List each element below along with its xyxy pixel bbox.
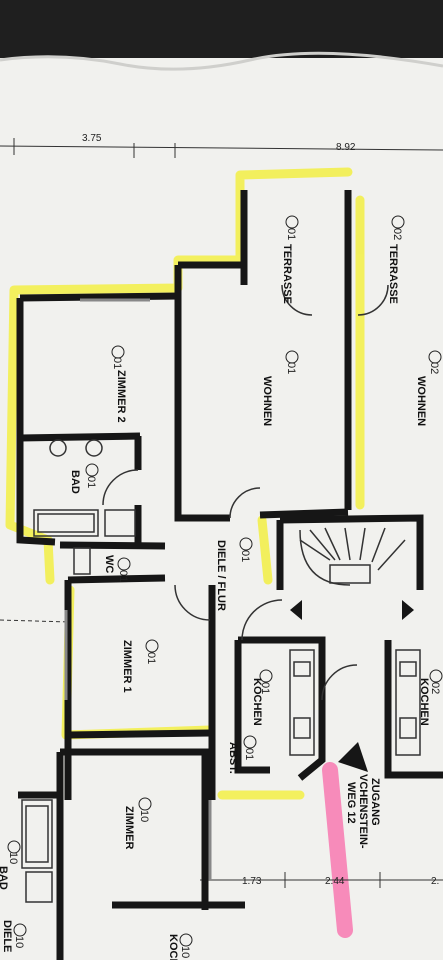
kochen-02-label: KOCHEN — [418, 678, 430, 726]
dim-bottom-left: 1.73 — [242, 876, 262, 887]
kochen-01-label: KOCHEN — [251, 678, 263, 726]
dimension-lines — [0, 138, 443, 888]
paper-sheet — [0, 58, 443, 960]
diele-01-label: DIELE / FLUR — [215, 540, 227, 611]
paper-edge — [0, 51, 443, 71]
pink-highlight — [322, 762, 353, 938]
bad-10-label: BAD — [0, 866, 9, 890]
terrasse-02-label: TERRASSE — [387, 244, 399, 304]
dim-top-right: 8.92 — [336, 142, 356, 153]
wohnen-02-num: 02 — [428, 362, 440, 374]
diele-10-label: DIELE — [1, 920, 13, 952]
kochen-01-num: 01 — [259, 682, 271, 694]
wc-01-label: WC — [103, 555, 115, 573]
dim-bottom-mid: 2.44 — [325, 876, 345, 887]
bad-01-num: 01 — [85, 476, 97, 488]
dim-top-left: 3.75 — [82, 133, 102, 144]
zimmer2-01-label: ZIMMER 2 — [115, 370, 127, 423]
bad-01-label: BAD — [69, 470, 81, 494]
entrance-line3: WEG 12 — [345, 782, 357, 824]
abst-01-num: 01 — [243, 748, 255, 760]
bad-10-num: 10 — [7, 852, 19, 864]
zimmer2-01-num: 01 — [111, 357, 123, 369]
zimmer1-01-num: 01 — [145, 652, 157, 664]
wohnen-01-num: 01 — [285, 362, 297, 374]
entrance-arrow-icon — [338, 742, 368, 772]
kochen-10-label: KOCHEN — [167, 934, 179, 960]
abst-01-label: ABST. — [227, 742, 239, 774]
room-number-circles — [7, 215, 443, 947]
entrance-line1: ZUGANG — [369, 778, 381, 826]
zimmer1-01-label: ZIMMER 1 — [121, 640, 133, 693]
dim-bottom-right: 2. — [431, 876, 439, 887]
zimmer-10-num: 10 — [138, 810, 150, 822]
stair-arrow-left — [290, 600, 302, 620]
wohnen-01-label: WOHNEN — [261, 376, 273, 426]
diele-10-num: 10 — [13, 936, 25, 948]
wc-01-num: 01 — [117, 570, 129, 582]
terrasse-02-num: 02 — [391, 228, 403, 240]
diele-01-num: 01 — [239, 550, 251, 562]
zimmer-10-label: ZIMMER — [123, 806, 135, 849]
terrasse-01-num: 01 — [285, 228, 297, 240]
kochen-02-num: 02 — [429, 682, 441, 694]
fixtures — [21, 284, 421, 903]
kochen-10-num: 10 — [179, 946, 191, 958]
wohnen-02-label: WOHNEN — [415, 376, 427, 426]
terrasse-01-label: TERRASSE — [281, 244, 293, 304]
walls — [16, 190, 443, 960]
entrance-line2: VCHENSTEIN- — [357, 774, 369, 849]
stair-arrow-right — [402, 600, 414, 620]
